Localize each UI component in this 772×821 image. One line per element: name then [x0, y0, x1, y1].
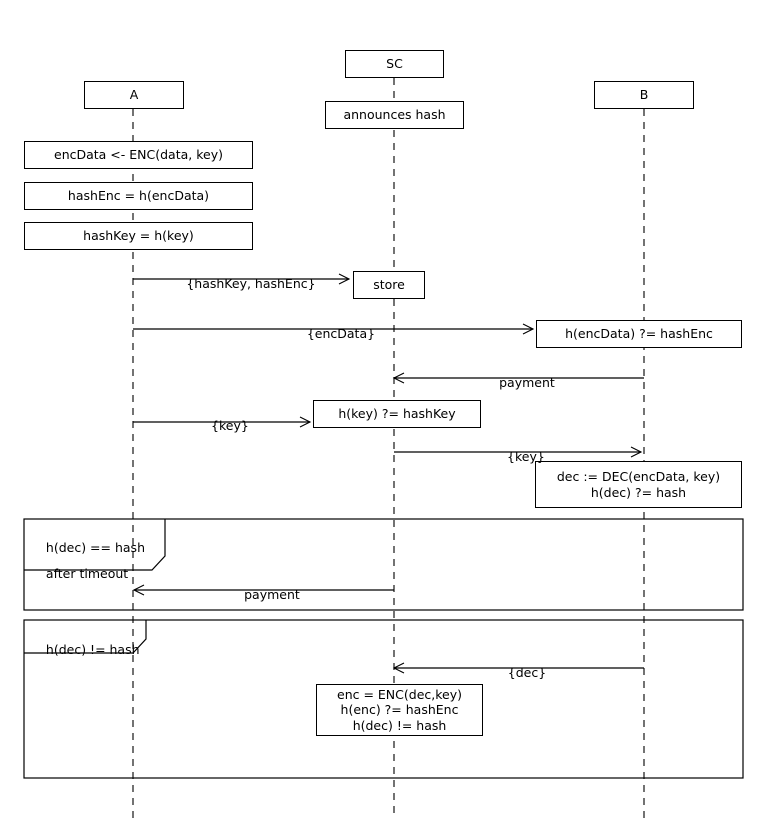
action-box-store[interactable]: store — [353, 271, 425, 299]
fragment-label-frag-equal-line1: h(dec) == hash — [30, 525, 145, 571]
action-box-hashkey-label: hashKey = h(key) — [83, 228, 194, 244]
action-box-encdata-enc-label: encData <- ENC(data, key) — [54, 147, 223, 163]
action-box-hashenc-label: hashEnc = h(encData) — [67, 188, 210, 204]
action-box-dec-decrypt[interactable]: dec := DEC(encData, key) h(dec) ?= hash — [535, 461, 742, 508]
message-label-m1-text: {hashKey, hashEnc} — [186, 276, 316, 292]
fragment-label-frag-equal-line1-text: h(dec) == hash — [45, 540, 145, 556]
action-box-encdata-enc[interactable]: encData <- ENC(data, key) — [24, 141, 253, 169]
participant-head-b[interactable]: B — [594, 81, 694, 109]
message-label-m1: {hashKey, hashEnc} — [163, 261, 323, 307]
message-label-m7: {dec} — [439, 650, 599, 696]
participant-label-b: B — [639, 87, 649, 103]
participant-label-sc: SC — [386, 56, 403, 72]
fragment-label-frag-equal-line2: after timeout — [30, 551, 128, 597]
message-label-m6: payment — [184, 572, 344, 618]
action-box-check-encdata-label: h(encData) ?= hashEnc — [565, 326, 713, 342]
action-box-check-encdata[interactable]: h(encData) ?= hashEnc — [536, 320, 742, 348]
action-box-check-key[interactable]: h(key) ?= hashKey — [313, 400, 481, 428]
participant-head-sc[interactable]: SC — [345, 50, 444, 78]
message-label-m4-text: {key} — [211, 418, 249, 434]
action-box-announces-hash-label: announces hash — [343, 107, 446, 123]
fragment-label-frag-notequal-line1-text: h(dec) != hash — [45, 642, 140, 658]
message-label-m2: {encData} — [253, 311, 413, 357]
message-label-m5: {key} — [438, 434, 598, 480]
action-box-dec-decrypt-label: dec := DEC(encData, key) h(dec) ?= hash — [556, 468, 721, 500]
message-label-m4: {key} — [152, 403, 292, 449]
action-box-check-key-label: h(key) ?= hashKey — [338, 406, 456, 422]
action-box-enc-recheck[interactable]: enc = ENC(dec,key) h(enc) ?= hashEnc h(d… — [316, 684, 483, 736]
fragment-label-frag-notequal-line1: h(dec) != hash — [30, 627, 140, 673]
action-box-store-label: store — [373, 277, 405, 293]
message-label-m2-text: {encData} — [306, 326, 376, 342]
message-label-m7-text: {dec} — [507, 665, 547, 681]
action-box-enc-recheck-label: enc = ENC(dec,key) h(enc) ?= hashEnc h(d… — [337, 686, 462, 733]
action-box-hashkey[interactable]: hashKey = h(key) — [24, 222, 253, 250]
message-label-m6-text: payment — [244, 587, 300, 603]
message-label-m3-text: payment — [499, 375, 555, 391]
fragment-label-frag-equal-line2-text: after timeout — [45, 566, 129, 582]
participant-label-a: A — [129, 87, 139, 103]
action-box-hashenc[interactable]: hashEnc = h(encData) — [24, 182, 253, 210]
message-label-m3: payment — [439, 360, 599, 406]
message-label-m5-text: {key} — [507, 449, 545, 465]
action-box-announces-hash[interactable]: announces hash — [325, 101, 464, 129]
participant-head-a[interactable]: A — [84, 81, 184, 109]
